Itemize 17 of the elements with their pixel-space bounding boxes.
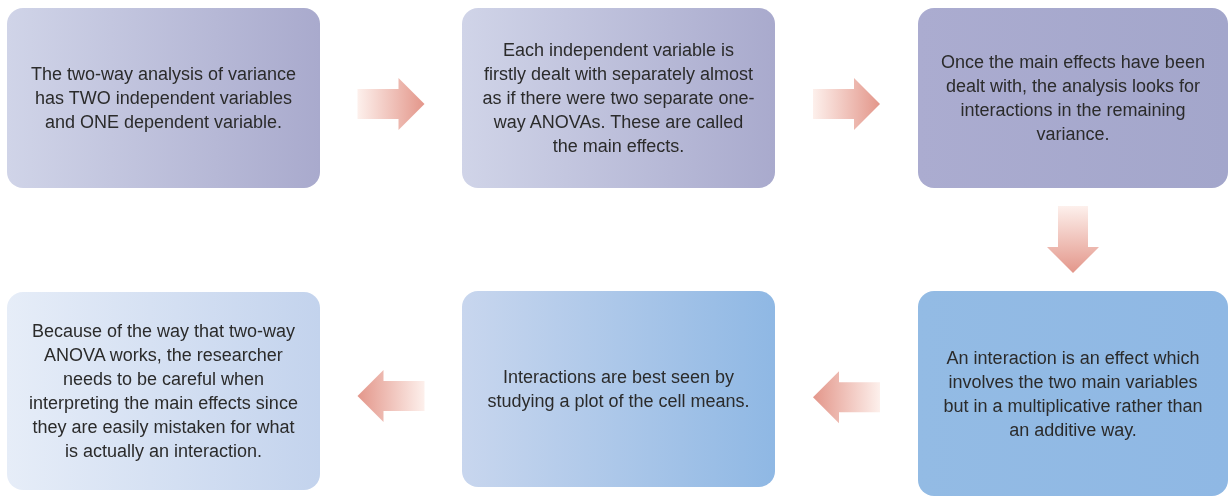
box-text: The two-way analysis of variance has TWO independent variables and ONE dependent variable. [29, 63, 298, 134]
block-arrow [1047, 206, 1099, 273]
process-box [918, 8, 1228, 188]
process-box [7, 8, 320, 188]
block-arrow [813, 371, 880, 424]
process-box [462, 291, 775, 487]
box-text: Interactions are best seen by studying a plot of the cell means. [486, 366, 751, 413]
block-arrow [357, 370, 425, 422]
process-box [918, 291, 1228, 496]
box-text: Once the main effects have been dealt with, the analysis looks for interactions in the remaining variance. [940, 51, 1206, 146]
process-box [462, 8, 775, 188]
box-text: Each independent variable is firstly dealt with separately almost as if there were two separate one-way ANOVAs. These are called the main effects. [481, 39, 756, 158]
box-text: An interaction is an effect which involves the two main variables but in a multiplicative rather than an additive way. [942, 346, 1204, 442]
block-arrow [357, 78, 425, 130]
box-text: Because of the way that two-way ANOVA works, the researcher needs to be careful when interpreting the main effects since they are easily mistaken for what is actually an interaction. [28, 320, 299, 463]
block-arrow [813, 78, 880, 130]
process-box [7, 292, 320, 490]
